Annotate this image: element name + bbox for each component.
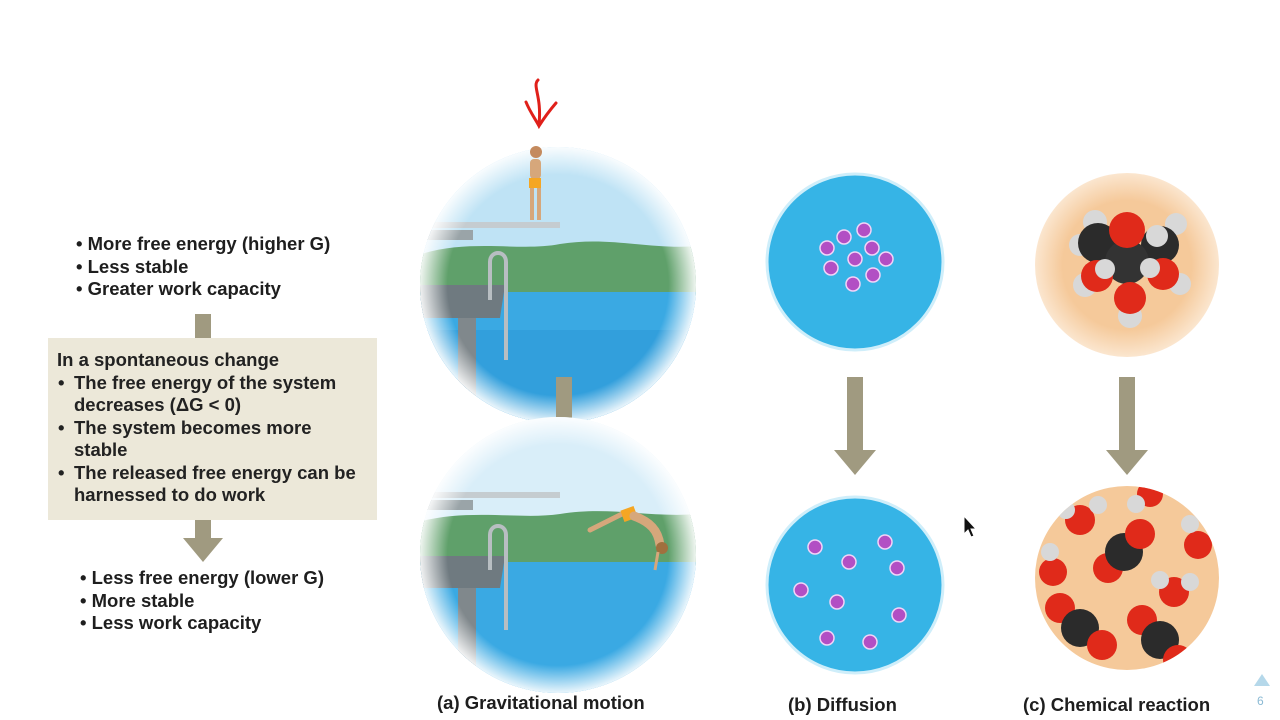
h2o-molecule (1181, 515, 1212, 559)
low-energy-item-1: Less free energy (lower G) (80, 567, 324, 590)
h2o-molecule (1039, 543, 1067, 586)
reaction-products (1035, 486, 1219, 670)
annotation-arrow-icon (524, 78, 558, 130)
connector-bar (195, 314, 211, 338)
caption-diffusion: (b) Diffusion (788, 694, 897, 715)
slide-up-icon[interactable] (1254, 674, 1270, 686)
caption-chemical: (c) Chemical reaction (1023, 694, 1211, 715)
left-flow-arrows (183, 314, 223, 562)
box-item-2: The system becomes more stable (57, 417, 369, 462)
molecule-icon (1069, 210, 1191, 328)
box-heading: In a spontaneous change (57, 349, 280, 370)
caption-gravitational: (a) Gravitational motion (437, 692, 645, 713)
high-energy-item-3: Greater work capacity (76, 278, 330, 301)
high-energy-item-2: Less stable (76, 256, 330, 279)
diver-diving-icon (587, 505, 668, 571)
diffusion-concentrated (765, 172, 945, 352)
diver-standing-icon (529, 146, 542, 220)
h2o-molecule (1151, 571, 1199, 607)
low-energy-state-list: Less free energy (lower G) More stable L… (80, 567, 324, 635)
low-energy-item-3: Less work capacity (80, 612, 324, 635)
slide-number: 6 (1257, 694, 1264, 708)
down-arrow-c (1106, 377, 1148, 475)
reaction-reactant (1035, 173, 1219, 357)
down-arrow-left (183, 520, 223, 562)
down-arrow-b (834, 377, 876, 475)
mouse-cursor-icon (963, 514, 978, 538)
box-list: The free energy of the system decreases … (57, 372, 369, 507)
high-energy-item-1: More free energy (higher G) (76, 233, 331, 256)
box-item-1: The free energy of the system decreases … (57, 372, 369, 417)
box-item-3: The released free energy can be harnesse… (57, 462, 369, 507)
high-energy-state-list: More free energy (higher G) Less stable … (76, 233, 331, 301)
co2-molecule (1045, 593, 1117, 660)
spontaneous-change-box: In a spontaneous change The free energy … (48, 338, 377, 520)
low-energy-item-2: More stable (80, 590, 324, 613)
co2-molecule (1093, 519, 1155, 583)
diffusion-spread (765, 495, 945, 675)
